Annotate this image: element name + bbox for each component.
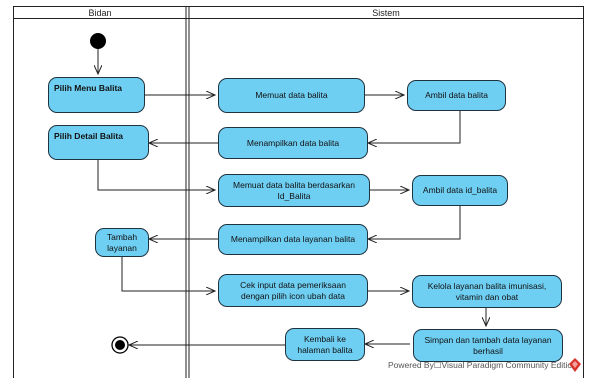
- visual-paradigm-logo-icon: [569, 358, 581, 372]
- action-menampilkan-data-balita: Menampilkan data balita: [218, 127, 368, 159]
- action-pilih-menu-balita: Pilih Menu Balita: [48, 77, 145, 113]
- flow-ambil-to-menampilkan: [368, 111, 461, 143]
- initial-node: [90, 33, 106, 49]
- lane-divider: [185, 6, 190, 378]
- final-node: [111, 336, 129, 354]
- lane-header-sistem: Sistem: [372, 8, 400, 18]
- action-menampilkan-data-layanan: Menampilkan data layanan balita: [218, 224, 368, 255]
- flow-tambah-to-cek-input: [121, 257, 215, 291]
- control-flows: [98, 49, 486, 345]
- action-memuat-data-balita: Memuat data balita: [218, 78, 365, 113]
- action-tambah-layanan: Tambah layanan: [95, 228, 149, 257]
- lane-header-bidan: Bidan: [88, 8, 112, 18]
- action-simpan-tambah-layanan: Simpan dan tambah data layanan berhasil: [413, 329, 563, 362]
- action-kembali-halaman-balita: Kembali ke halaman balita: [285, 328, 365, 361]
- flow-pilih-detail-to-memuat-id: [97, 160, 215, 190]
- action-cek-input-data: Cek input data pemeriksaan dengan pilih …: [218, 274, 368, 307]
- swimlane-frame: [13, 6, 584, 378]
- flow-ambil-id-to-menampilkan-layanan: [368, 206, 461, 239]
- powered-by-footer: Powered By☐Visual Paradigm Community Edi…: [388, 360, 577, 370]
- action-ambil-data-id-balita: Ambil data id_balita: [412, 175, 508, 206]
- action-kelola-layanan-balita: Kelola layanan balita imunisasi, vitamin…: [412, 275, 562, 308]
- action-pilih-detail-balita: Pilih Detail Balita: [48, 125, 149, 160]
- action-ambil-data-balita: Ambil data balita: [407, 80, 506, 111]
- action-memuat-data-balita-by-id: Memuat data balita berdasarkan Id_Balita: [218, 174, 370, 207]
